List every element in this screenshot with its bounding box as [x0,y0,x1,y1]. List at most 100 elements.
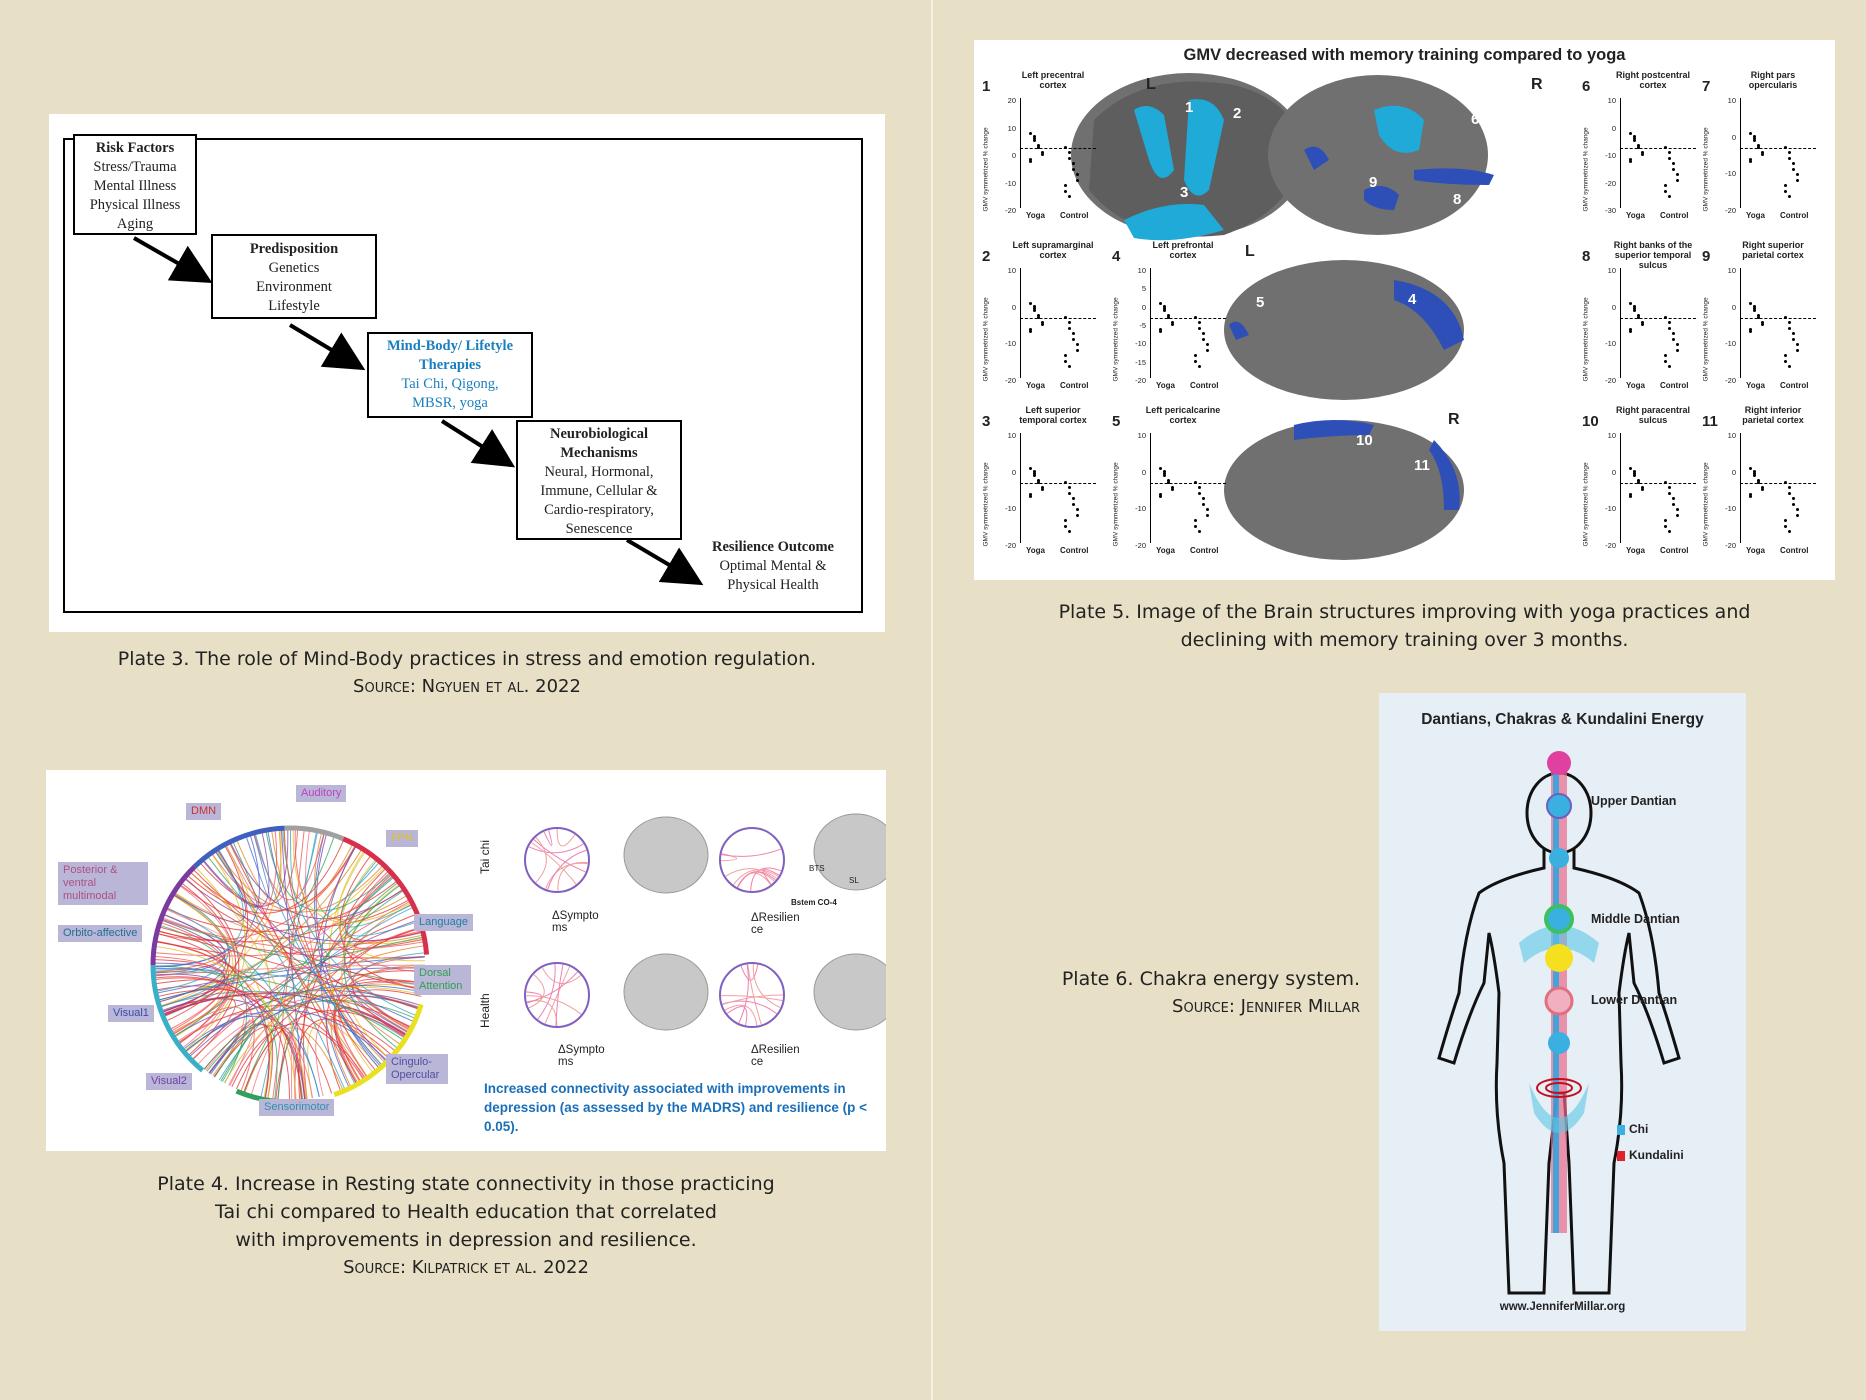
cell-label: ΔSympto ms [558,1044,605,1068]
network-label: Visual1 [108,1005,154,1022]
chord-line [164,992,411,1028]
data-point [1664,519,1667,522]
chord-line [292,830,411,924]
data-point [1033,470,1036,473]
data-point [1629,330,1632,333]
panel-axis [1740,268,1741,378]
data-point [1072,332,1075,335]
y-tick-label: -10 [1135,339,1146,349]
network-label: Visual2 [146,1073,192,1090]
data-point [1167,479,1170,482]
dantian-label-upper: Upper Dantian [1591,794,1677,808]
panel-zero-line [1740,318,1816,319]
panel-axis [1150,268,1151,378]
data-point [1796,179,1799,182]
data-point [1753,474,1756,477]
risk-line: Stress/Trauma [93,159,177,175]
data-point [1629,467,1632,470]
group-label: Yoga [1026,381,1045,390]
data-point [1194,316,1197,319]
glass-brain [623,953,709,1031]
data-point [1033,305,1036,308]
y-tick-label: -15 [1135,357,1146,367]
group-label: Control [1190,381,1219,390]
panel-region-label: Right banks of the superior temporal sul… [1613,240,1693,270]
group-label: Yoga [1746,381,1765,390]
small-chord-line [525,995,582,1015]
panel-axis [1620,268,1621,378]
outcome-line: Physical Health [727,577,819,593]
data-point [1194,519,1197,522]
data-point [1198,486,1201,489]
panel-region-label: Left supramarginal cortex [1012,240,1094,260]
group-label: Yoga [1626,211,1645,220]
panel-y-axis-label: GMV symmetrized % change [1582,297,1590,382]
group-label: Control [1060,546,1089,555]
data-point [1753,472,1756,475]
chord-line [167,881,397,932]
panel-axis [1020,433,1021,543]
chord-line [220,1022,257,1083]
panel-number: 3 [982,413,991,430]
data-point [1633,474,1636,477]
data-point [1068,195,1071,198]
data-point [1664,354,1667,357]
group-label: Control [1780,211,1809,220]
y-tick-label: 0 [1141,467,1146,477]
panel-axis [1020,268,1021,378]
hemisphere-label: L [1245,243,1255,260]
data-point [1033,474,1036,477]
data-point [1792,497,1795,500]
data-point [1064,481,1067,484]
connectivity-chord-diagram [150,825,430,1105]
chord-line [193,869,406,1036]
y-tick-label: -20 [1605,178,1616,188]
plate6-caption: Plate 6. Chakra energy system. Source: J… [1000,965,1360,1021]
data-point [1761,321,1764,324]
y-tick-label: -10 [1725,339,1736,349]
neuro-line: Immune, Cellular & [540,483,658,499]
data-point [1072,497,1075,500]
panel-region-label: Left precentral cortex [1021,70,1085,90]
data-point [1159,328,1162,331]
small-chord-line [752,964,781,1009]
y-tick-label: -20 [1005,206,1016,215]
y-tick-label: -10 [1605,339,1616,349]
panel-axis [1740,433,1741,543]
y-tick-label: -10 [1005,504,1016,514]
data-point [1749,495,1752,498]
data-point [1749,328,1752,331]
data-point [1072,168,1075,171]
data-point [1629,493,1632,496]
data-point [1163,305,1166,308]
group-label: Yoga [1746,211,1765,220]
data-point [1041,321,1044,324]
chord-line [255,834,382,1065]
data-point [1029,493,1032,496]
data-point [1792,332,1795,335]
small-chord-line [533,839,586,873]
panel-region-label: Left superior temporal cortex [1019,405,1087,425]
data-point [1206,514,1209,517]
data-point [1033,139,1036,142]
y-tick-label: -20 [1005,541,1016,550]
region-number: 3 [1180,184,1189,201]
chord-line [178,1005,395,1051]
data-point [1029,495,1032,498]
risk-line: Aging [116,216,154,232]
chord-line [173,895,272,1099]
data-point [1796,514,1799,517]
data-point [1198,327,1201,330]
y-tick-label: 0 [1611,467,1616,477]
data-point [1068,151,1071,154]
scatter-panel-1: 1 Left precentral cortex GMV symmetrized… [974,70,1099,230]
group-label: Control [1660,546,1689,555]
data-point [1788,327,1791,330]
chord-line [337,851,425,962]
panel-axis [1620,98,1621,208]
plate5-title: GMV decreased with memory training compa… [1183,46,1626,64]
chord-line [180,884,423,991]
data-point [1676,179,1679,182]
chord-line [320,846,356,1087]
data-point [1194,525,1197,528]
